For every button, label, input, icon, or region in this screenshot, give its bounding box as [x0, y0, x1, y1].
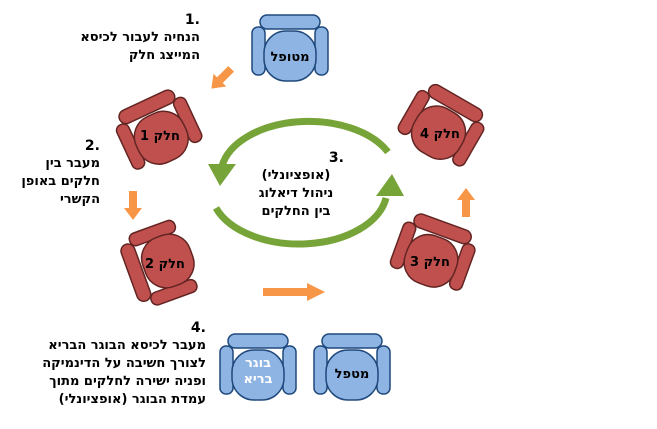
chair-label-healthy-adult-line2: בריא: [243, 372, 272, 387]
chair-label-part2: חלק 2: [145, 257, 185, 272]
step3-line: ניהול דיאלוג: [258, 186, 334, 201]
chair-bottom-therapist: [313, 333, 391, 401]
step4-line: מעבר לכיסא הבוגר הבריא: [48, 338, 206, 353]
chair-label-part3: חלק 3: [410, 255, 450, 270]
step1-text: .1 הנחיה לעבור לכיסא המייצג חלק: [40, 12, 200, 65]
chair-part3: [389, 213, 476, 291]
step3-line: (אופציונלי): [261, 168, 331, 183]
chair-part4: [397, 83, 485, 167]
cycle-arrows-icon: [208, 117, 404, 248]
step4-text: .4 מעבר לכיסא הבוגר הבריא לצורך חשיבה על…: [14, 320, 206, 409]
step4-line: ופניה ישירה לחלקים מתוך: [49, 374, 206, 389]
step1-number: .1: [184, 12, 200, 28]
chair-top-therapist: מטופל: [251, 14, 329, 82]
step3-number: .3: [328, 150, 344, 166]
step3-line: בין החלקים: [261, 204, 331, 219]
step2-line: הקשרי: [59, 192, 100, 207]
arrow-part3-to-part4: [457, 188, 475, 217]
chair-label-healthy-adult-line1: בוגר: [245, 356, 271, 371]
step2-line: מעבר בין: [45, 156, 100, 171]
chair-part2: [120, 219, 198, 306]
chair-label-bottom-therapist: מטפל: [335, 367, 370, 382]
chair-healthy-adult: [219, 333, 297, 401]
step4-line: לצורך חשיבה על הדינמיקה: [42, 356, 206, 371]
step1-line: הנחיה לעבור לכיסא: [80, 30, 200, 45]
arrow-therapist-to-part1: [211, 65, 235, 89]
step2-number: .2: [84, 138, 100, 154]
arrow-part2-to-part3: [263, 283, 325, 301]
step2-text: .2 מעבר בין חלקים באופן הקשרי: [10, 138, 100, 209]
step2-line: חלקים באופן: [21, 174, 100, 189]
step3-text: .3 (אופציונלי) ניהול דיאלוג בין החלקים: [240, 150, 352, 221]
chair-label-part1: חלק 1: [140, 129, 180, 144]
arrow-part1-to-part2: [124, 191, 142, 220]
step4-line: עמדת הבוגר (אופציונלי): [58, 392, 206, 407]
chair-label-top-therapist: מטופל: [270, 50, 309, 65]
step1-line: המייצג חלק: [128, 48, 200, 63]
step4-number: .4: [190, 320, 206, 336]
chair-part1: [115, 89, 203, 170]
chair-label-part4: חלק 4: [420, 127, 460, 142]
